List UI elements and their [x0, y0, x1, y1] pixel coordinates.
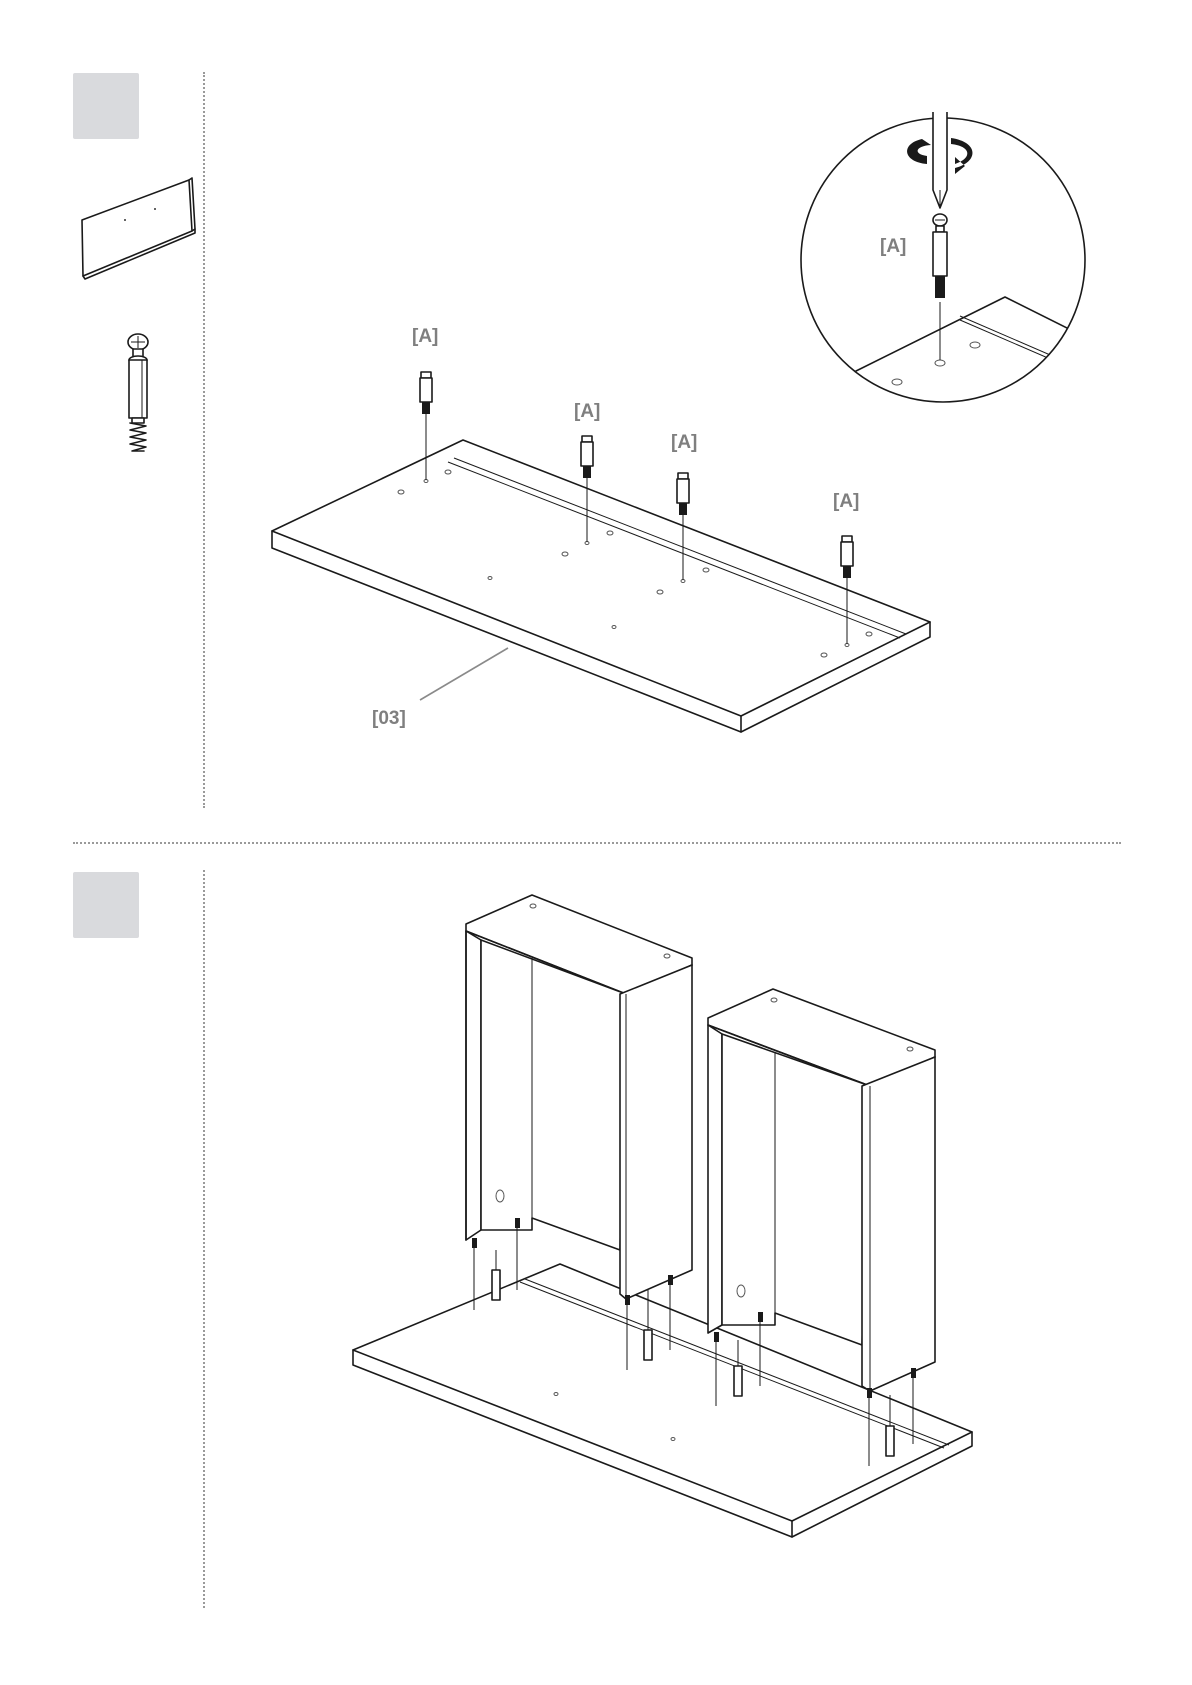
cabinet-assembly-drawing	[0, 0, 1192, 1685]
